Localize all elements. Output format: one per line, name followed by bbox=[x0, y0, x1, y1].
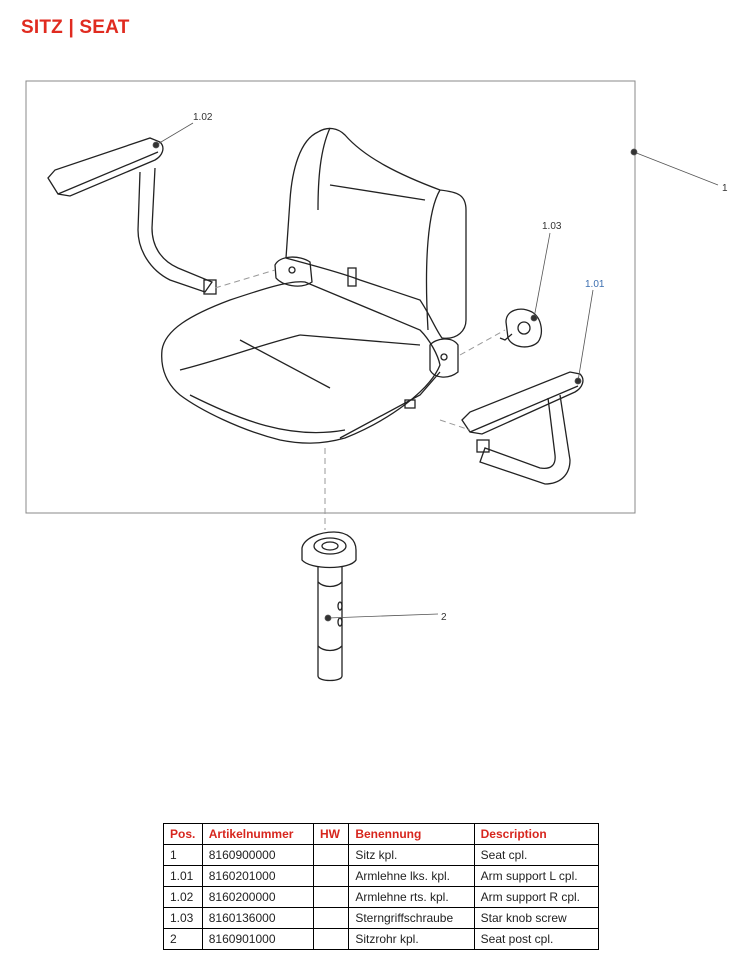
cell-article-number: 8160900000 bbox=[201, 844, 314, 866]
cell-hw bbox=[312, 865, 350, 887]
assembly-frame bbox=[25, 80, 636, 514]
cell-designation: Sitz kpl. bbox=[348, 844, 475, 866]
table-header-row: Pos. Artikelnummer HW Benennung Descript… bbox=[163, 823, 600, 845]
cell-pos: 1.03 bbox=[163, 907, 203, 929]
cell-article-number: 8160201000 bbox=[201, 865, 314, 887]
callout-dot bbox=[530, 314, 538, 322]
leader-lines bbox=[152, 122, 719, 622]
callout-label-armrest-right: 1.02 bbox=[193, 112, 213, 123]
callout-dot bbox=[630, 148, 638, 156]
column-header-designation: Benennung bbox=[348, 823, 475, 845]
callout-label-seat-post: 2 bbox=[441, 612, 447, 623]
cell-designation: Armlehne rts. kpl. bbox=[348, 886, 475, 908]
seat-post-illustration bbox=[301, 531, 357, 682]
column-header-description: Description bbox=[473, 823, 600, 845]
callout-label-star-knob: 1.03 bbox=[542, 221, 562, 232]
cell-description: Arm support R cpl. bbox=[473, 886, 600, 908]
table-row: 1.02 8160200000 Armlehne rts. kpl. Arm s… bbox=[163, 886, 600, 908]
callout-dot bbox=[324, 614, 332, 622]
cell-description: Star knob screw bbox=[473, 907, 600, 929]
cell-designation: Armlehne lks. kpl. bbox=[348, 865, 475, 887]
parts-table: Pos. Artikelnummer HW Benennung Descript… bbox=[163, 823, 600, 950]
seat-illustration bbox=[161, 127, 467, 444]
alignment-lines bbox=[214, 269, 506, 530]
cell-hw bbox=[312, 886, 350, 908]
cell-description: Seat post cpl. bbox=[473, 928, 600, 950]
table-row: 1.01 8160201000 Armlehne lks. kpl. Arm s… bbox=[163, 865, 600, 887]
table-row: 1 8160900000 Sitz kpl. Seat cpl. bbox=[163, 844, 600, 866]
cell-hw bbox=[312, 844, 350, 866]
callout-dot bbox=[152, 141, 160, 149]
cell-pos: 1.02 bbox=[163, 886, 203, 908]
cell-hw bbox=[312, 928, 350, 950]
cell-pos: 1 bbox=[163, 844, 203, 866]
cell-article-number: 8160200000 bbox=[201, 886, 314, 908]
column-header-pos: Pos. bbox=[163, 823, 203, 845]
star-knob-illustration bbox=[499, 308, 543, 348]
callout-dot bbox=[574, 377, 582, 385]
cell-pos: 1.01 bbox=[163, 865, 203, 887]
table-row: 1.03 8160136000 Sterngriffschraube Star … bbox=[163, 907, 600, 929]
cell-designation: Sitzrohr kpl. bbox=[348, 928, 475, 950]
cell-pos: 2 bbox=[163, 928, 203, 950]
cell-description: Arm support L cpl. bbox=[473, 865, 600, 887]
cell-hw bbox=[312, 907, 350, 929]
cell-description: Seat cpl. bbox=[473, 844, 600, 866]
table-row: 2 8160901000 Sitzrohr kpl. Seat post cpl… bbox=[163, 928, 600, 950]
column-header-hw: HW bbox=[312, 823, 350, 845]
cell-article-number: 8160136000 bbox=[201, 907, 314, 929]
callout-label-seat: 1 bbox=[722, 183, 728, 194]
exploded-diagram: 1 1.02 1.03 1.01 2 bbox=[25, 80, 728, 682]
callout-label-armrest-left: 1.01 bbox=[585, 279, 605, 290]
column-header-article-number: Artikelnummer bbox=[201, 823, 314, 845]
cell-designation: Sterngriffschraube bbox=[348, 907, 475, 929]
armrest-left-illustration bbox=[461, 371, 584, 485]
armrest-right-illustration bbox=[47, 137, 217, 295]
cell-article-number: 8160901000 bbox=[201, 928, 314, 950]
page-title: SITZ | SEAT bbox=[21, 17, 130, 38]
